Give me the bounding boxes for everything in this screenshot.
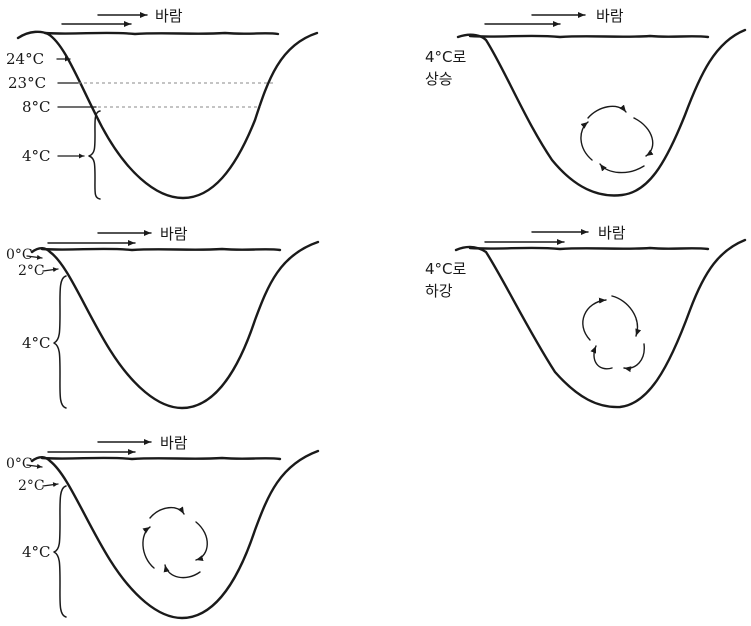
wind-label: 바람 [160,225,188,243]
water-surface [43,31,280,36]
temp-label-0: 0°C [6,456,33,472]
circulation-arrows-icon [582,295,645,373]
spring-label-line1: 4°C로 [425,48,467,66]
wind-label: 바람 [160,434,188,452]
spring-label-line2: 상승 [425,70,453,88]
wind-arrow-icon [47,230,152,246]
water-surface [468,34,710,39]
autumn-label-line2: 하강 [425,282,453,300]
panel-winter: 바람 0°C 2°C 4°C [6,225,320,410]
wind-arrow-icon [61,12,148,27]
panel-summer: 바람 24°C 23°C 8°C 4°C [6,7,319,200]
temp-label-2: 2°C [18,478,45,494]
temp-label-4: 4°C [22,334,51,352]
temp-label-2: 2°C [18,263,45,279]
water-surface [40,456,282,461]
lake-basin [456,28,747,197]
wind-label: 바람 [596,7,624,25]
panel-autumn: 바람 4°C로 하강 [425,224,747,409]
panel-spring: 바람 4°C로 상승 [425,7,747,197]
temp-label-4: 4°C [22,543,51,561]
water-surface [40,247,282,252]
lake-basin [30,240,320,410]
autumn-label-line1: 4°C로 [425,260,467,278]
temp-label-4: 4°C [22,147,51,165]
wind-label: 바람 [598,224,626,242]
wind-arrow-icon [484,229,589,245]
brace-icon [88,110,101,200]
lake-basin [16,30,319,200]
pointer-arrow-2 [42,267,59,273]
temp-label-23: 23°C [8,74,46,92]
pointer-arrow-2 [42,482,59,488]
wind-arrow-icon [47,439,152,455]
brace-icon [53,275,67,409]
pointer-arrow-0 [26,463,43,469]
water-surface [468,246,710,251]
temp-label-8: 8°C [22,98,51,116]
lake-basin [454,238,747,409]
brace-icon [53,485,67,618]
wind-label: 바람 [155,7,183,25]
temp-label-24: 24°C [6,50,44,68]
circulation-arrows-icon [142,506,208,579]
panel-winter-circulation: 바람 0°C 2°C 4°C [6,434,320,620]
temp-label-0: 0°C [6,247,33,263]
circulation-arrows-icon [580,104,654,174]
pointer-arrow-0 [26,254,43,260]
wind-arrow-icon [484,12,586,27]
lake-basin [30,449,320,620]
